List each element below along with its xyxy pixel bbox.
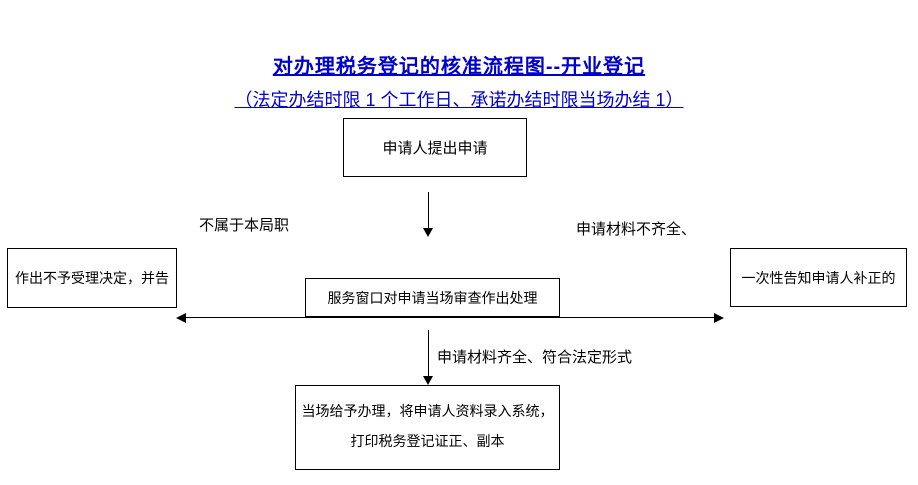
arrow-left-head-icon <box>176 313 186 323</box>
node-handle-onsite: 当场给予办理，将申请人资料录入系统， 打印税务登记证正、副本 <box>295 385 560 470</box>
edge-label-complete-materials: 申请材料齐全、符合法定形式 <box>437 349 633 366</box>
node-window-review-label: 服务窗口对申请当场审查作出处理 <box>327 289 538 306</box>
arrow-review-to-process-line <box>428 330 429 377</box>
node-applicant-submits: 申请人提出申请 <box>343 118 527 177</box>
edge-label-incomplete-materials: 申请材料不齐全、 <box>576 221 697 238</box>
edge-label-not-jurisdiction: 不属于本局职 <box>199 217 290 234</box>
node-reject-decision: 作出不予受理决定，并告 <box>7 248 177 308</box>
node-notify-supplement: 一次性告知申请人补正的 <box>730 248 907 307</box>
arrow-apply-to-review-line <box>428 192 429 228</box>
node-window-review: 服务窗口对申请当场审查作出处理 <box>305 278 560 317</box>
node-applicant-submits-label: 申请人提出申请 <box>382 140 488 157</box>
node-handle-onsite-line2: 打印税务登记证正、副本 <box>350 433 505 449</box>
page-subtitle: （法定办结时限 1 个工作日、承诺办结时限当场办结 1） <box>234 90 684 110</box>
node-handle-onsite-line1: 当场给予办理，将申请人资料录入系统， <box>301 403 554 419</box>
node-notify-supplement-label: 一次性告知申请人补正的 <box>741 269 896 286</box>
arrow-right-head-icon <box>714 313 724 323</box>
arrow-review-to-process-head-icon <box>423 376 433 385</box>
arrow-apply-to-review-head-icon <box>423 228 433 237</box>
arrow-horizontal-line <box>182 317 716 318</box>
node-reject-decision-label: 作出不予受理决定，并告 <box>15 270 169 286</box>
page-title: 对办理税务登记的核准流程图--开业登记 <box>272 56 646 78</box>
